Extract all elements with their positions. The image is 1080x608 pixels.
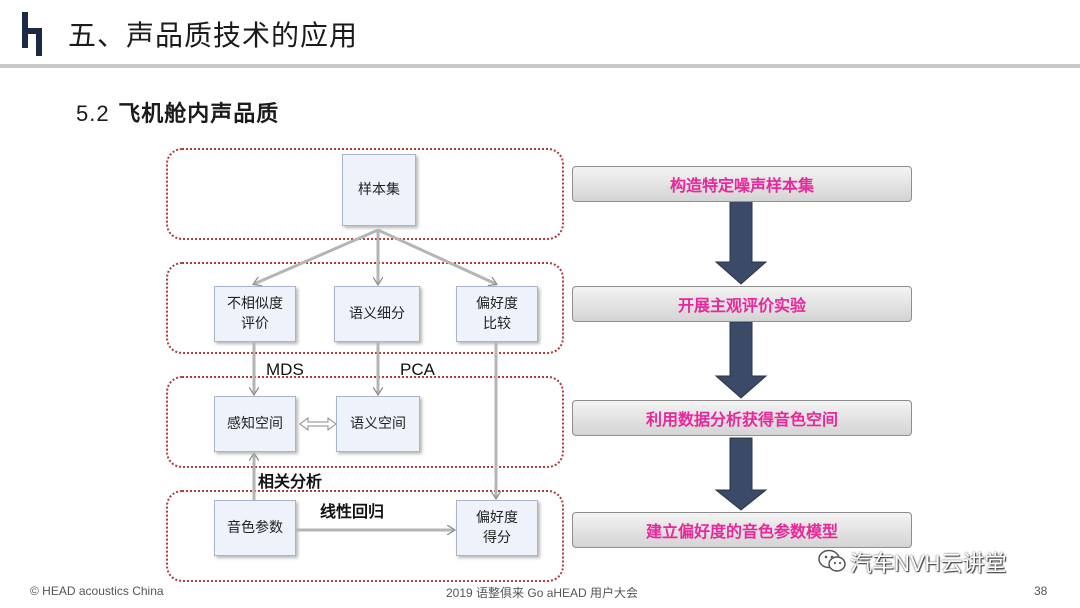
box-preference-score-line1: 偏好度: [476, 510, 518, 526]
subtitle-text: 飞机舱内声品质: [118, 102, 280, 127]
page-title: 五、声品质技术的应用: [68, 19, 359, 52]
box-preference-score-line2: 得分: [483, 530, 511, 546]
subtitle-number: 5.2: [76, 101, 110, 126]
watermark-text: 汽车NVH云讲堂: [850, 551, 1007, 576]
footer-copyright: © HEAD acoustics China: [30, 584, 164, 598]
box-preference-compare-line1: 偏好度: [476, 296, 518, 312]
wechat-icon: [818, 549, 846, 572]
box-timbre-params: 音色参数: [214, 500, 296, 556]
box-dissimilarity-line2: 评价: [241, 316, 269, 332]
label-mds: MDS: [266, 360, 304, 379]
step-build-sample-set: 构造特定噪声样本集: [572, 166, 912, 202]
step-preference-model: 建立偏好度的音色参数模型: [572, 512, 912, 548]
box-semantic-diff: 语义细分: [334, 286, 420, 342]
section-subtitle: 5.2 飞机舱内声品质: [76, 96, 279, 128]
box-preference-score: 偏好度 得分: [456, 500, 538, 556]
group-evaluation: [166, 262, 564, 354]
box-preference-compare: 偏好度 比较: [456, 286, 538, 342]
label-correlation: 相关分析: [258, 472, 323, 491]
step-timbre-space: 利用数据分析获得音色空间: [572, 400, 912, 436]
group-model: [166, 490, 564, 582]
head-logo-icon: [22, 12, 42, 56]
box-perceptual-space: 感知空间: [214, 396, 296, 452]
header-divider: [0, 64, 1080, 68]
label-regression: 线性回归: [320, 502, 385, 521]
step-subjective-evaluation: 开展主观评价实验: [572, 286, 912, 322]
group-space: [166, 376, 564, 468]
label-pca: PCA: [400, 360, 435, 379]
box-dissimilarity: 不相似度 评价: [214, 286, 296, 342]
box-dissimilarity-line1: 不相似度: [227, 296, 283, 312]
footer-event: 2019 语整俱来 Go aHEAD 用户大会: [446, 586, 639, 600]
group-sample: [166, 148, 564, 240]
box-sample-set: 样本集: [342, 154, 416, 226]
box-preference-compare-line2: 比较: [483, 316, 511, 332]
footer-page-number: 38: [1034, 584, 1048, 598]
box-semantic-space: 语义空间: [336, 396, 420, 452]
